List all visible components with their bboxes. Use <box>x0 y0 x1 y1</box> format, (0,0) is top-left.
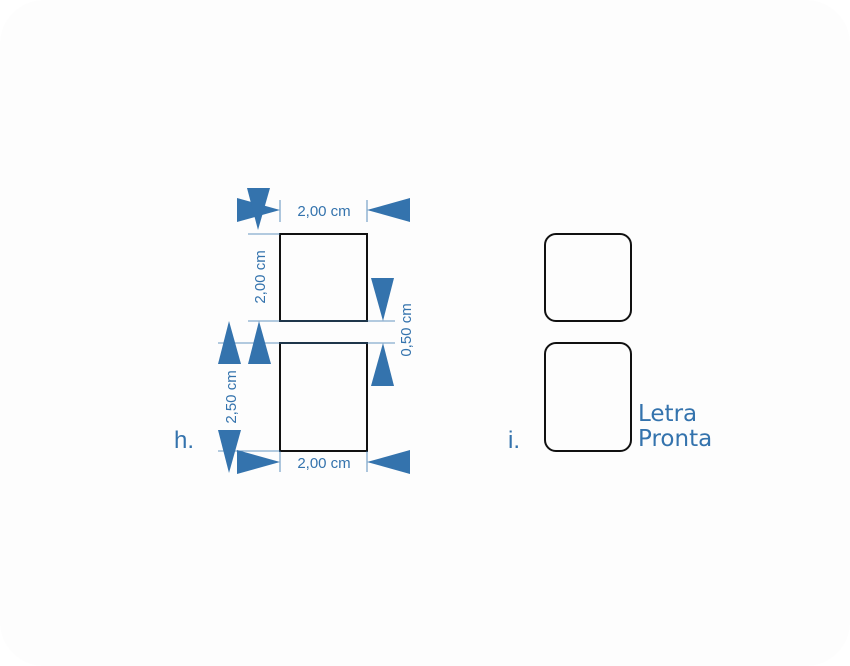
top-width-arrow-down <box>247 188 270 230</box>
bottom-width-label: 2,00 cm <box>297 455 350 472</box>
figure-i: i. Letra Pronta <box>508 233 712 454</box>
brand-logo-line1: Letra <box>638 401 697 427</box>
top-width-label: 2,00 cm <box>297 203 350 220</box>
brand-logo-line2: Pronta <box>638 426 712 452</box>
gap-arrow-down <box>371 278 394 321</box>
bottom-width-arrow-left <box>237 450 280 474</box>
bottom-rectangle <box>279 342 368 452</box>
gap-label: 0,50 cm <box>398 303 415 356</box>
top-width-arrow-right <box>367 198 410 222</box>
gap-arrow-up <box>371 343 394 386</box>
extension-lines <box>218 200 395 472</box>
bottom-height-label: 2,50 cm <box>223 370 240 423</box>
rounded-bottom-rectangle <box>544 342 632 452</box>
figure-i-label: i. <box>508 427 520 454</box>
top-height-label: 2,00 cm <box>252 250 269 303</box>
bottom-width-arrow-right <box>367 450 410 474</box>
top-square <box>279 233 368 322</box>
bottom-height-arrow-up <box>218 321 241 364</box>
bottom-height-arrow-down <box>218 430 241 473</box>
rounded-top-square <box>544 233 632 322</box>
figure-h: 2,00 cm 2,00 cm 0,50 cm 2,50 cm 2,00 cm … <box>174 188 415 474</box>
figure-h-label: h. <box>174 427 194 454</box>
gap-arrow-up-left <box>248 321 271 364</box>
